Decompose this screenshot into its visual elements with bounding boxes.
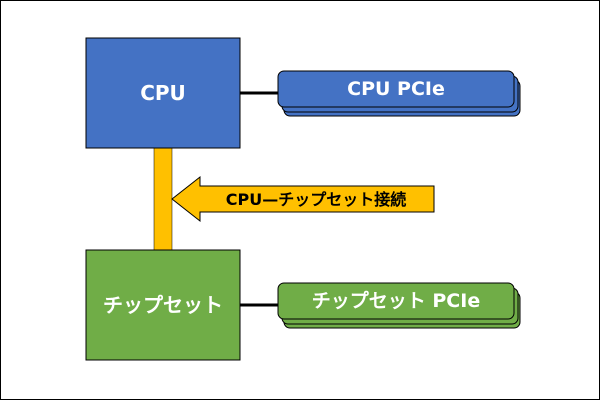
cpu-pcie-stack: CPU PCIe (277, 70, 521, 117)
cpu-pcie-label: CPU PCIe (347, 78, 445, 100)
cpu-label: CPU (140, 81, 186, 105)
cpu-box (85, 37, 241, 149)
chipset-pcie-label: チップセット PCIe (312, 289, 480, 312)
link-label: CPU—チップセット接続 (226, 190, 406, 209)
left-arrow-icon (171, 175, 435, 223)
link-callout: CPU—チップセット接続 (171, 175, 435, 223)
cpu-pcie-card-front (277, 70, 515, 108)
chipset-pcie-stack: チップセット PCIe (277, 282, 521, 329)
chipset-pcie-card-front (277, 282, 515, 320)
cpu-chipset-bus (153, 147, 173, 251)
chipset-label: チップセット (103, 293, 223, 317)
chipset-box (85, 249, 241, 361)
